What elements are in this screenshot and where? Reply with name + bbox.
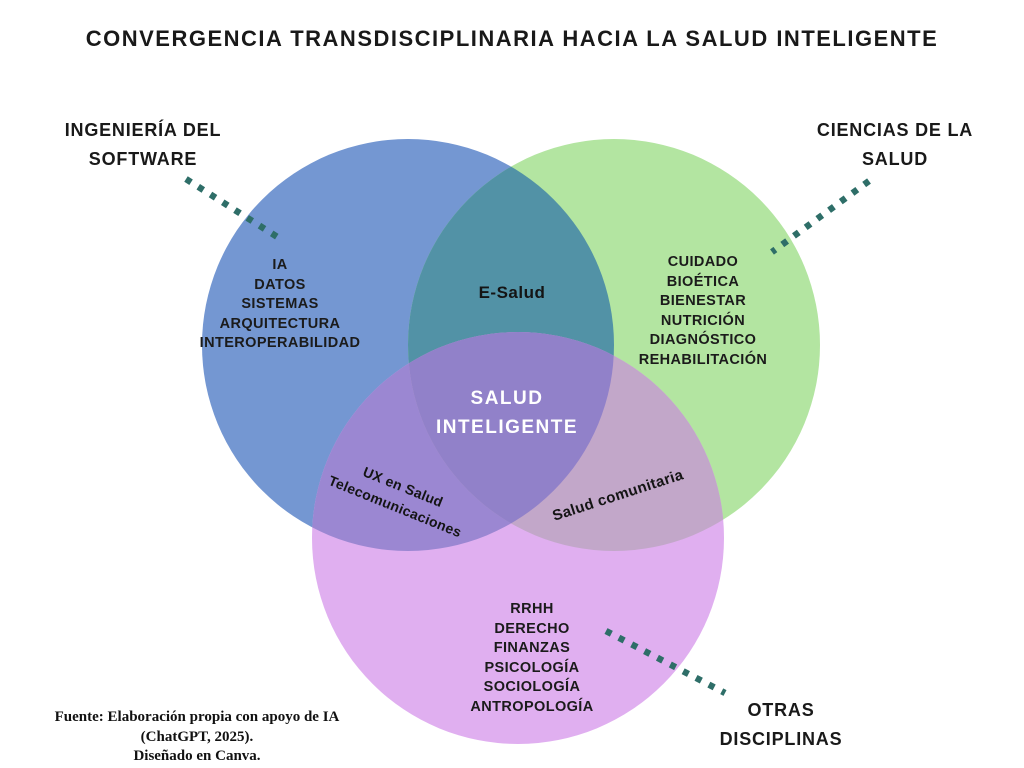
salud-items-list: CUIDADO BIOÉTICA BIENESTAR NUTRICIÓN DIA… (578, 253, 828, 370)
list-item: PSICOLOGÍA (484, 659, 580, 676)
list-item: DATOS (254, 276, 306, 293)
software-circle-label-line1: INGENIERÍA DEL (64, 120, 222, 140)
list-item: ARQUITECTURA (219, 315, 341, 332)
center-overlap-region (408, 332, 614, 551)
software-items-list: IA DATOS SISTEMAS ARQUITECTURA INTEROPER… (155, 256, 405, 354)
center-overlap-label: SALUD INTELIGENTE (377, 384, 637, 442)
software-circle-label: INGENIERÍA DEL SOFTWARE (38, 116, 248, 174)
list-item: BIOÉTICA (666, 273, 740, 290)
e-salud-overlap-label: E-Salud (478, 283, 546, 302)
otras-circle-label-line1: OTRAS (747, 700, 815, 720)
software-circle-label-line2: SOFTWARE (88, 149, 198, 169)
salud-circle-label-line2: SALUD (862, 149, 928, 169)
list-item: SISTEMAS (241, 296, 319, 312)
source-attribution: Fuente: Elaboración propia con apoyo de … (32, 708, 362, 767)
otras-items-list: RRHH DERECHO FINANZAS PSICOLOGÍA SOCIOLO… (407, 600, 657, 717)
otras-circle-label-line2: DISCIPLINAS (719, 729, 843, 749)
source-attribution-line2: (ChatGPT, 2025). (140, 728, 254, 745)
center-overlap-label-line1: SALUD (470, 388, 544, 409)
center-overlap-label-line2: INTELIGENTE (435, 417, 579, 438)
list-item: ANTROPOLOGÍA (470, 698, 594, 715)
list-item: RRHH (510, 601, 554, 617)
diagram-title: CONVERGENCIA TRANSDISCIPLINARIA HACIA LA… (85, 26, 939, 51)
source-attribution-line1: Fuente: Elaboración propia con apoyo de … (54, 709, 340, 725)
salud-circle-label-line1: CIENCIAS DE LA (816, 120, 974, 140)
list-item: SOCIOLOGÍA (483, 679, 581, 695)
list-item: INTEROPERABILIDAD (199, 335, 361, 351)
software-connector-dotted-line (184, 176, 281, 241)
source-attribution-line3: Diseñado en Canva. (133, 748, 261, 764)
list-item: IA (272, 257, 288, 273)
list-item: FINANZAS (493, 640, 571, 656)
salud-circle-label: CIENCIAS DE LA SALUD (790, 116, 1000, 174)
salud-connector-dotted-line (770, 178, 871, 255)
list-item: REHABILITACIÓN (638, 351, 768, 368)
list-item: DIAGNÓSTICO (649, 332, 757, 348)
list-item: BIENESTAR (659, 293, 747, 309)
list-item: NUTRICIÓN (660, 312, 746, 329)
list-item: CUIDADO (667, 254, 739, 270)
list-item: DERECHO (494, 620, 570, 637)
otras-circle-label: OTRAS DISCIPLINAS (676, 696, 886, 754)
